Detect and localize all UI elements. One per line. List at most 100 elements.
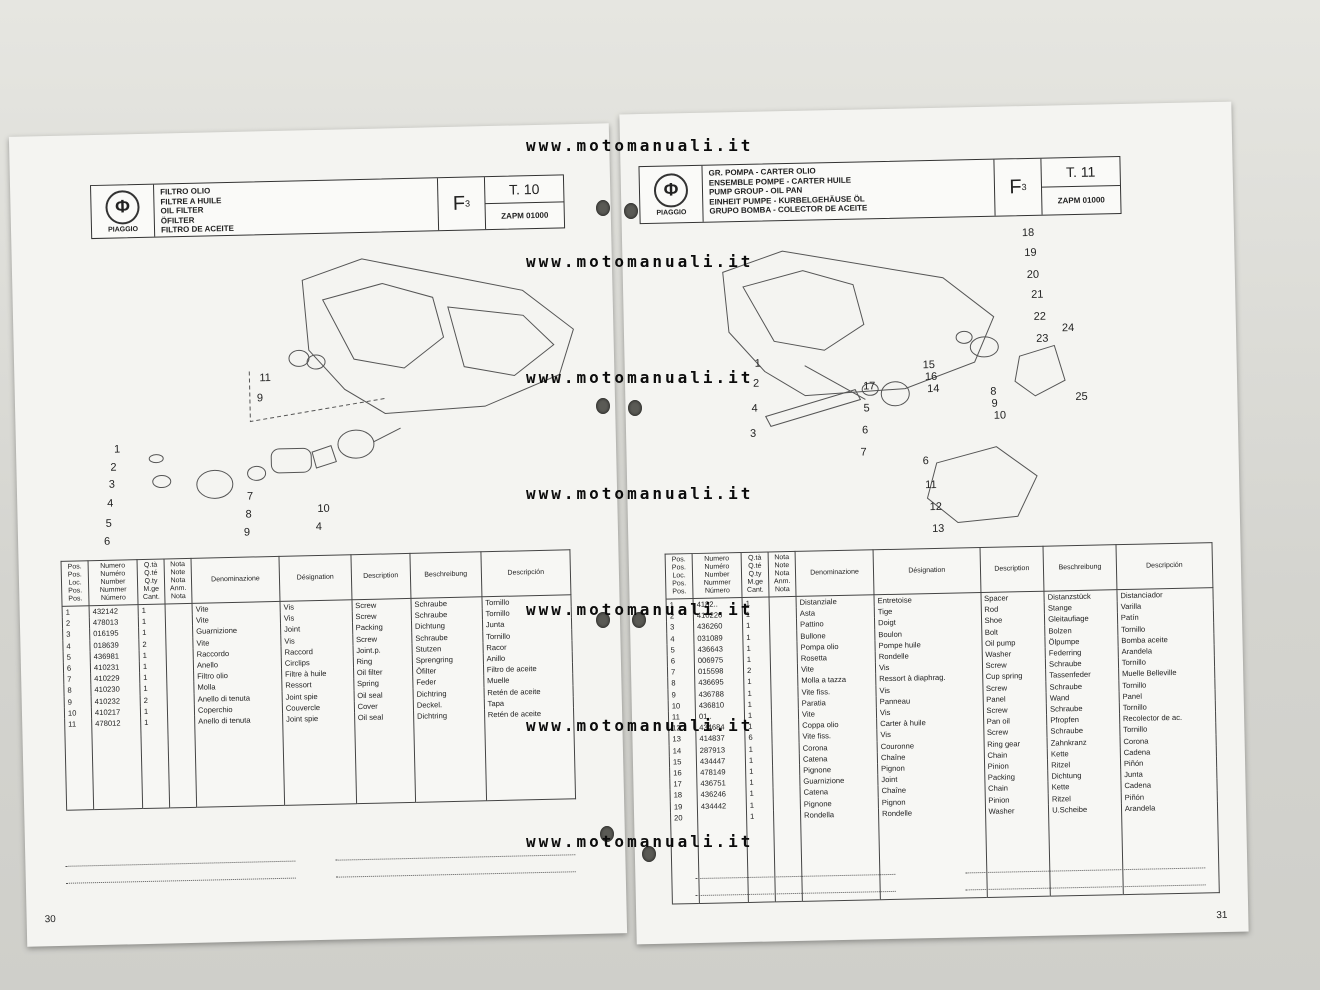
table-cell [165, 615, 193, 627]
table-cell [771, 720, 799, 732]
col-it: Denominazione [795, 549, 874, 597]
assembly-line [248, 371, 386, 423]
table-cell: 17 [669, 778, 698, 791]
table-cell: 2 [138, 638, 167, 650]
table-cell [769, 608, 797, 620]
col-qty: Q.tà Q.té Q.ty M.ge Cant. [137, 558, 166, 605]
footer-lines-right-2 [965, 867, 1206, 906]
table-cell: 7 [667, 666, 695, 679]
cover-10 [337, 429, 375, 459]
callout-8: 8 [245, 509, 251, 521]
table-cell: Oil seal [354, 710, 416, 804]
table-cell [769, 596, 797, 609]
table-cell: 1 [742, 642, 771, 655]
callout-18: 18 [1022, 227, 1034, 239]
binder-hole [596, 612, 610, 628]
table-cell: 9 [64, 695, 92, 708]
table-cell [771, 697, 799, 710]
col-pos: Pos. Pos. Loc. Pos. Pos. [665, 553, 694, 600]
table-cell: 15 [669, 755, 697, 768]
exploded-diagram-left: 1 2 3 4 5 6 7 8 9 10 4 11 9 [104, 258, 574, 546]
callout-4: 4 [107, 498, 113, 510]
watermark-text: www.motomanuali.it [526, 368, 754, 387]
table-cell [770, 652, 798, 665]
engine-case-outline [722, 250, 995, 397]
table-cell: 8 [63, 684, 92, 697]
table-cell [166, 682, 195, 695]
callout-6b: 6 [923, 455, 929, 467]
piaggio-logo: Φ PIAGGIO [91, 184, 156, 239]
page-right: Φ PIAGGIO GR. POMPA - CARTER OLIO ENSEMB… [619, 101, 1249, 945]
table-cell: 1 [140, 716, 170, 809]
footer-lines-left [65, 860, 296, 900]
brand-name: PIAGGIO [107, 225, 139, 234]
callout-15: 15 [923, 359, 935, 371]
col-note: Nota Note Nota Anm. Nota [768, 551, 797, 597]
f-sub: 3 [464, 198, 471, 209]
table-cell: 1 [139, 649, 167, 662]
table-cell: 478012 [91, 717, 143, 810]
table-code: T. 11 [1041, 157, 1120, 188]
exploded-diagram-right: 18 19 20 21 22 23 24 25 1 2 4 3 17 15 16… [722, 227, 1088, 535]
table-cell [166, 659, 194, 672]
callout-13: 13 [932, 523, 944, 535]
table-cell: 1 [742, 631, 770, 643]
table-cell: 1 [62, 605, 90, 619]
table-cell [165, 626, 193, 639]
callout-23: 23 [1036, 333, 1048, 345]
col-de: Beschreibung [1043, 544, 1117, 592]
table-cell: 1 [139, 682, 168, 695]
table-cell: 1 [140, 705, 168, 718]
watermark-text: www.motomanuali.it [526, 136, 754, 155]
piaggio-logo: Φ PIAGGIO [639, 165, 704, 224]
washer-22 [969, 336, 999, 358]
callouts-right: 18 19 20 21 22 23 24 25 1 2 4 3 17 15 16… [750, 227, 1088, 535]
footer-lines-left-2 [335, 854, 576, 893]
col-de: Beschreibung [409, 551, 482, 599]
gasket-17 [861, 382, 879, 396]
callouts-left: 1 2 3 4 5 6 7 8 9 10 4 11 9 [104, 372, 330, 546]
table-cell: 5 [666, 643, 695, 656]
table-cell: 5 [63, 651, 91, 663]
table-cell: 8 [667, 677, 695, 690]
piaggio-emblem-icon: Φ [653, 172, 689, 208]
page-number-left: 30 [44, 914, 56, 926]
callout-3: 3 [750, 428, 756, 440]
section-titles: FILTRO OLIO FILTRE A HUILE OIL FILTER ÖF… [154, 178, 438, 236]
callout-1: 1 [114, 443, 120, 455]
screw-4 [373, 427, 401, 443]
col-number: Numero Numéro Number Nummer Número [88, 559, 139, 606]
oil-filter-7 [270, 447, 312, 474]
callout-5: 5 [106, 518, 112, 530]
table-cell [770, 664, 798, 676]
callout-11: 11 [259, 372, 271, 384]
table-cell: 6 [667, 655, 695, 667]
union-5 [196, 469, 234, 499]
table-cell: 1 [138, 626, 166, 639]
callout-19: 19 [1024, 247, 1036, 259]
table-cell [772, 764, 800, 777]
binder-hole [624, 203, 638, 219]
callout-20: 20 [1027, 269, 1039, 281]
oring-11 [288, 349, 310, 367]
callout-21: 21 [1031, 289, 1043, 301]
footer-lines-right [695, 873, 896, 912]
model-code: ZAPM 01000 [501, 210, 549, 221]
callout-8: 8 [990, 386, 996, 398]
table-cell: Dichtring [413, 709, 487, 803]
page-left: Φ PIAGGIO FILTRO OLIO FILTRE A HUILE OIL… [8, 123, 628, 947]
table-cell: Joint spie [282, 712, 357, 806]
f-sub: 3 [1021, 181, 1027, 193]
table-cell: 9 [667, 688, 696, 701]
engine-case-detail [742, 270, 865, 351]
table-cell [769, 641, 798, 654]
table-cell [167, 693, 195, 706]
callout-1: 1 [754, 358, 760, 370]
table-cell [166, 648, 194, 661]
table-cell [165, 603, 193, 616]
model-code: ZAPM 01000 [1057, 195, 1105, 206]
col-en: Description [979, 546, 1045, 593]
binder-hole [596, 200, 610, 216]
oil-pan-12 [926, 446, 1038, 524]
